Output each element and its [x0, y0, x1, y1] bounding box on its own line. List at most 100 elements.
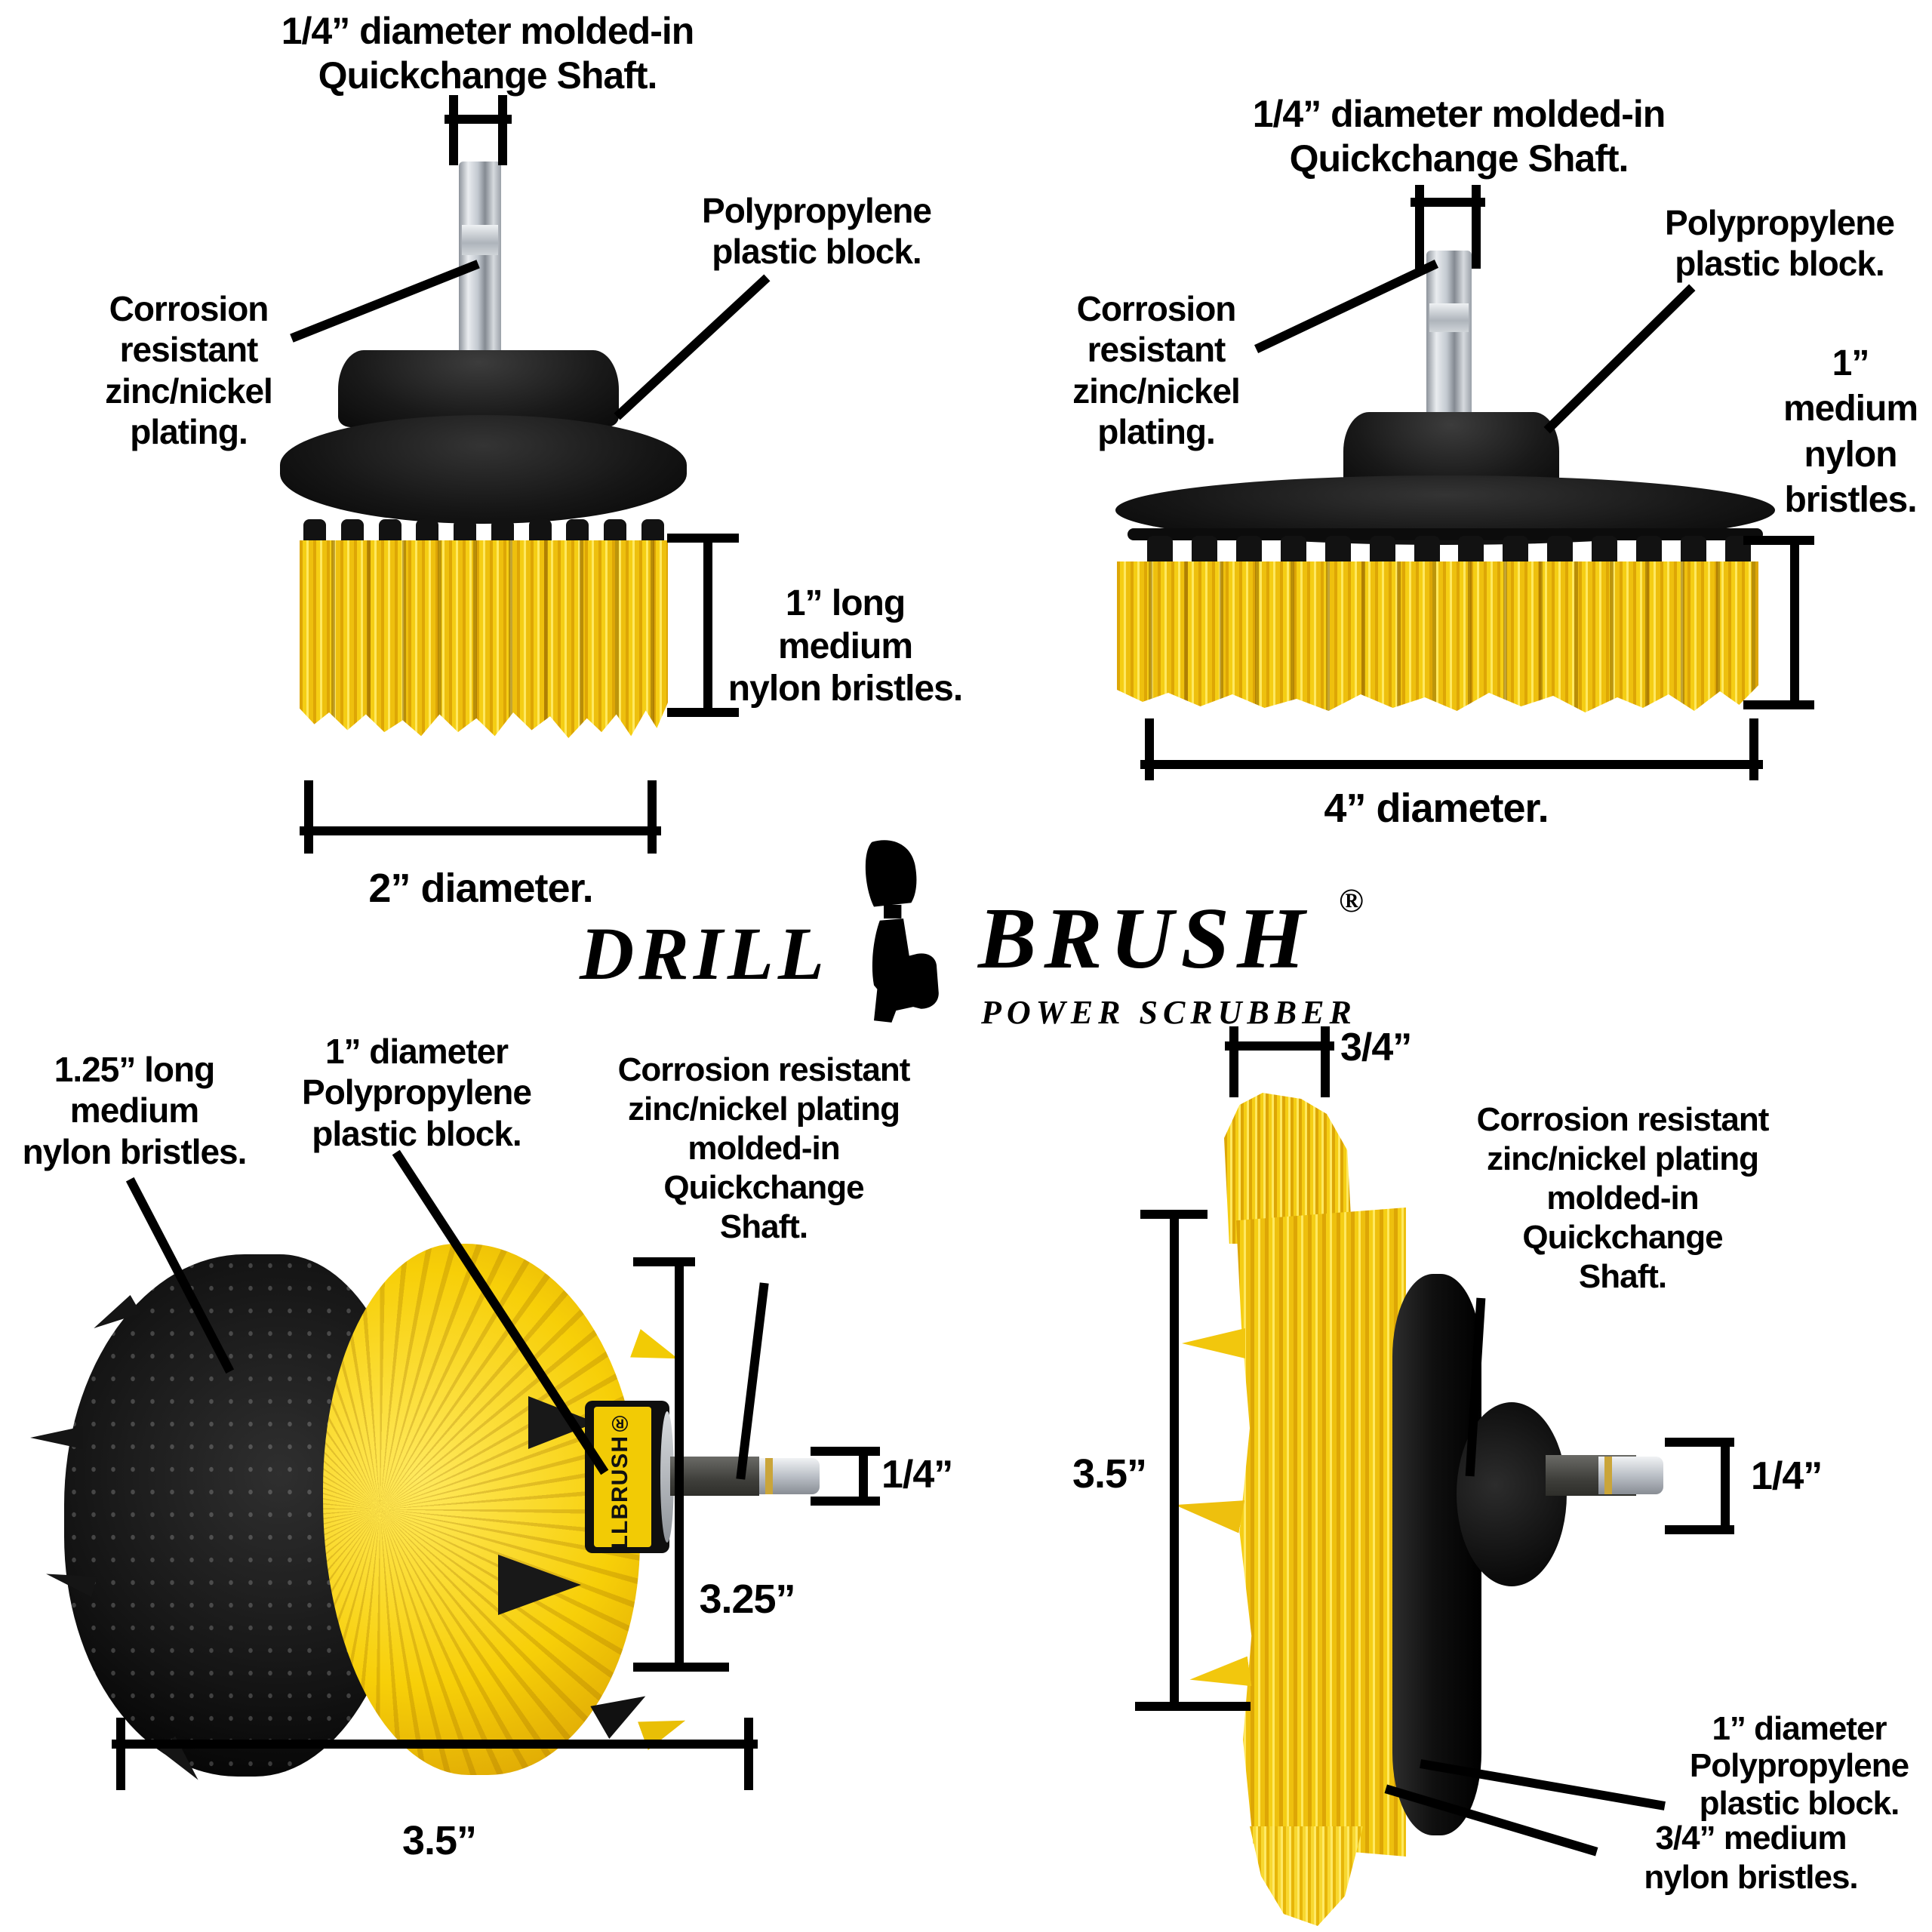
label-line: nylon bristles. — [728, 669, 963, 709]
dim-bracket-2in-bristles — [667, 534, 739, 717]
label-line: 1” — [1832, 343, 1870, 383]
brush-2in-bristle-label: 1” long medium nylon bristles. — [728, 583, 963, 711]
label-line: 1/4” diameter molded-in — [1252, 93, 1666, 135]
label-line: 1/4” diameter molded-in — [281, 10, 695, 52]
label-line: plastic block. — [312, 1113, 521, 1153]
brush-ball-block-label: 1” diameter Polypropylene plastic block. — [302, 1031, 532, 1154]
brush-ball-block: DRILLBRUSH® — [585, 1401, 674, 1553]
label-line: medium — [1783, 389, 1918, 429]
dim-bracket-2in-diameter — [300, 780, 661, 854]
brush-flat-bristle-column — [1236, 1208, 1406, 1857]
brush-ball-shaft-diameter-label: 1/4” — [881, 1453, 953, 1497]
block-cap-ring — [660, 1411, 674, 1543]
label-line: 1” diameter — [1712, 1710, 1887, 1747]
brush-ball-shaft-label: Corrosion resistant zinc/nickel plating … — [617, 1051, 911, 1247]
logo-brush-text: BRUSH — [978, 891, 1313, 987]
brush-2in-block-label: Polypropylene plastic block. — [702, 190, 932, 272]
bristle-tuft — [1188, 1657, 1252, 1695]
label-line: plastic block. — [1675, 244, 1884, 284]
brush-4in-block-label: Polypropylene plastic block. — [1665, 202, 1895, 285]
label-line: zinc/nickel plating — [628, 1090, 900, 1128]
brush-4in-diameter-label: 4” diameter. — [1324, 786, 1549, 831]
logo-tagline: POWER SCRUBBER — [981, 994, 1357, 1031]
brush-4in-shaft — [1426, 251, 1472, 418]
brush-flat-shaft-diameter-label: 1/4” — [1751, 1454, 1823, 1498]
brush-2in-plating-label: Corrosion resistant zinc/nickel plating. — [105, 288, 273, 452]
brush-flat-tuft-width-label: 3/4” — [1340, 1026, 1412, 1069]
label-line: resistant — [1087, 330, 1226, 370]
brush-2in-shaft — [459, 162, 501, 356]
dim-bracket-flat-tuft-width — [1225, 1026, 1334, 1097]
label-line: Corrosion resistant — [617, 1051, 911, 1088]
shaft-gold-ring — [1604, 1457, 1612, 1494]
label-line: plating. — [1097, 411, 1216, 451]
brush-flat-height-label: 3.5” — [1072, 1451, 1147, 1497]
brush-2in-diameter-label: 2” diameter. — [368, 866, 593, 911]
leader-line — [290, 260, 480, 343]
label-line: Polypropylene — [1689, 1747, 1909, 1785]
label-line: molded-in — [688, 1129, 840, 1167]
label-line: medium — [69, 1091, 199, 1131]
brush-2in-shaft-label: 1/4” diameter molded-in Quickchange Shaf… — [281, 9, 695, 98]
dim-bracket-flat-height — [1135, 1210, 1251, 1711]
shaft-neck — [462, 225, 498, 255]
shaft-neck — [1429, 303, 1469, 332]
brush-ball-block-label-band: DRILLBRUSH® — [594, 1407, 651, 1547]
label-line: Shaft. — [1578, 1257, 1667, 1295]
brush-ball-height-label: 3.25” — [699, 1577, 795, 1622]
label-line: Corrosion resistant — [1476, 1101, 1770, 1138]
label-line: nylon bristles. — [1644, 1858, 1858, 1896]
label-line: 1.25” long — [54, 1050, 215, 1089]
label-line: zinc/nickel — [105, 371, 273, 411]
label-line: resistant — [119, 330, 259, 370]
leader-line — [736, 1282, 769, 1480]
label-line: Corrosion — [1076, 289, 1237, 328]
brush-flat-bottom-tuft — [1250, 1826, 1363, 1926]
dim-bracket-4in-diameter — [1140, 718, 1763, 780]
label-line: Quickchange Shaft. — [1289, 137, 1629, 180]
leader-line — [614, 274, 771, 420]
label-line: nylon bristles. — [22, 1131, 248, 1171]
label-line: zinc/nickel plating — [1487, 1140, 1759, 1177]
bristle-tuft — [638, 1706, 691, 1750]
logo-drill-text: DRILL — [580, 912, 829, 995]
bristle-tuft — [1182, 1328, 1245, 1358]
brush-2in-block — [338, 350, 619, 427]
label-line: medium — [777, 626, 913, 666]
leader-line — [1543, 284, 1696, 434]
bristle-tuft — [30, 1426, 83, 1449]
brush-4in-bristle-label: 1” medium nylon bristles. — [1783, 341, 1918, 524]
brush-ball-width-label: 3.5” — [401, 1818, 477, 1863]
label-line: Quickchange — [663, 1168, 864, 1206]
dim-bracket-flat-shaft-diameter — [1665, 1438, 1734, 1534]
brush-4in-shaft-label: 1/4” diameter molded-in Quickchange Shaf… — [1253, 92, 1666, 181]
dim-bracket-ball-shaft-diameter — [811, 1447, 880, 1506]
label-line: Corrosion — [109, 289, 269, 328]
label-line: Polypropylene — [302, 1072, 532, 1112]
brush-ball-shaft-hex — [670, 1457, 759, 1496]
brush-2in-bristles — [300, 540, 668, 738]
block-brand-text: DRILLBRUSH® — [608, 1410, 632, 1547]
label-line: Shaft. — [719, 1208, 808, 1245]
brush-4in-bristles — [1117, 561, 1758, 712]
label-line: 3/4” medium — [1655, 1820, 1847, 1857]
drill-brush-icon — [865, 840, 939, 1023]
registered-mark: ® — [1339, 882, 1364, 919]
label-line: plastic block. — [1699, 1784, 1900, 1822]
brush-flat-bristle-label: 3/4” medium nylon bristles. — [1644, 1819, 1858, 1897]
label-line: 1” diameter — [325, 1032, 509, 1071]
label-line: Polypropylene — [1665, 203, 1895, 242]
leader-line — [1254, 260, 1438, 353]
label-line: zinc/nickel — [1072, 371, 1241, 411]
bristle-tuft — [1172, 1489, 1244, 1534]
brush-flat-shaft-label: Corrosion resistant zinc/nickel plating … — [1476, 1100, 1770, 1297]
label-line: molded-in — [1546, 1179, 1699, 1217]
label-line: nylon — [1804, 434, 1898, 475]
label-line: bristles. — [1784, 480, 1917, 521]
shaft-gold-ring — [765, 1458, 773, 1494]
brush-4in-plating-label: Corrosion resistant zinc/nickel plating. — [1072, 288, 1241, 452]
bristle-tuft — [630, 1329, 683, 1373]
brush-flat-block-label: 1” diameter Polypropylene plastic block. — [1690, 1710, 1909, 1822]
label-line: plastic block. — [712, 232, 921, 272]
